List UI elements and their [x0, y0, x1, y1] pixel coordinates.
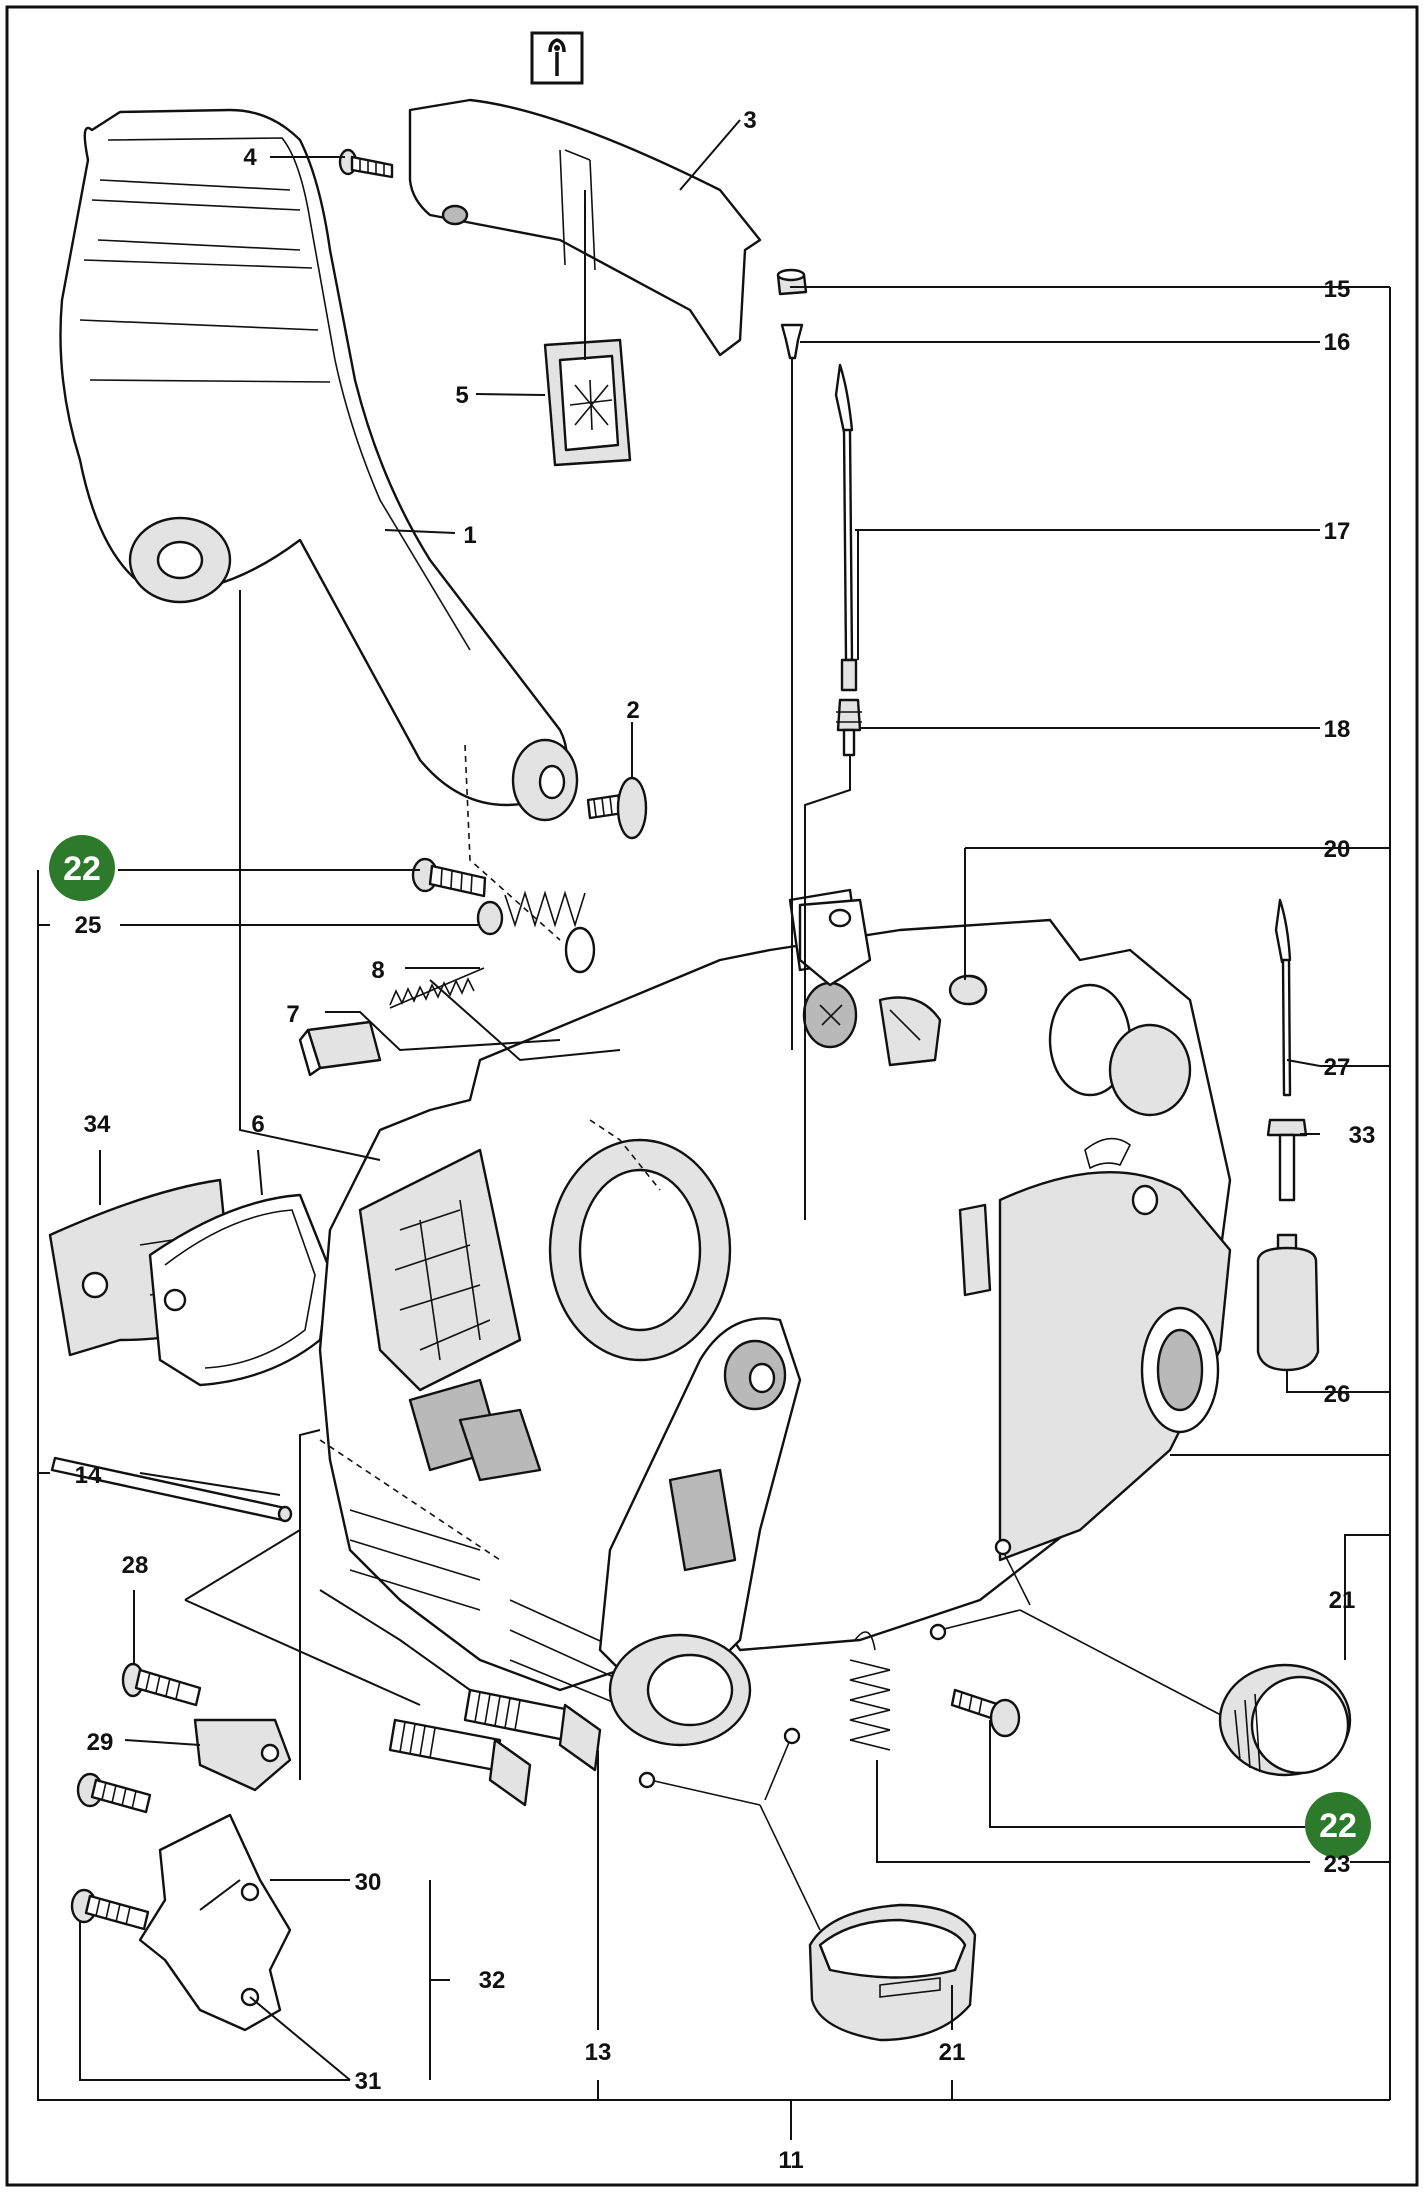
label-7: 7 — [286, 1001, 299, 1028]
front-hand-guard-part — [59, 108, 579, 941]
label-13: 13 — [585, 2039, 612, 2066]
fuel-cap-part-21-bottom — [638, 1727, 977, 2042]
label-17: 17 — [1324, 518, 1351, 545]
screw-part-4 — [338, 148, 394, 179]
leader-lines — [37, 119, 1391, 2140]
label-31: 31 — [355, 2068, 382, 2095]
screw-part-22-bottom — [950, 1688, 1021, 1738]
valve-part-16 — [780, 323, 804, 360]
bracket-part-29 — [193, 1718, 292, 1792]
label-28: 28 — [122, 1552, 149, 1579]
label-5: 5 — [455, 382, 468, 409]
label-25: 25 — [75, 912, 102, 939]
label-6: 6 — [251, 1111, 264, 1138]
connector-part-18 — [836, 698, 862, 757]
wrench-icon — [530, 31, 584, 85]
cap-part-15 — [776, 268, 808, 296]
grommet-part-5 — [543, 338, 632, 467]
label-4: 4 — [243, 144, 257, 171]
bolt-part-13 — [388, 1688, 602, 1807]
hose-part-17 — [834, 363, 858, 692]
label-26: 26 — [1324, 1381, 1351, 1408]
label-23: 23 — [1324, 1851, 1351, 1878]
rod-part-14 — [50, 1456, 293, 1523]
bolt-part-28 — [121, 1662, 202, 1707]
bushing-part-20 — [948, 974, 988, 1006]
spring-part-8 — [389, 967, 485, 1009]
label-8: 8 — [371, 957, 384, 984]
label-34: 34 — [84, 1111, 111, 1138]
label-16: 16 — [1324, 329, 1351, 356]
page-frame — [5, 5, 1419, 2187]
label-30: 30 — [355, 1869, 382, 1896]
label-21-right: 21 — [1329, 1587, 1356, 1614]
label-29: 29 — [87, 1729, 114, 1756]
badge-22-bottom: 22 — [1305, 1792, 1371, 1858]
oil-filter-part-26 — [1256, 898, 1320, 1372]
label-33: 33 — [1349, 1122, 1376, 1149]
bolt-part-22-top — [411, 857, 487, 898]
label-15: 15 — [1324, 276, 1351, 303]
screw-part-2 — [586, 776, 648, 840]
label-21-bottom: 21 — [939, 2039, 966, 2066]
fuel-cap-part-21-right — [929, 1538, 1352, 1777]
label-22-top: 22 — [63, 850, 101, 888]
callout-labels: 4 3 5 1 2 15 16 17 18 20 27 33 26 21 23 … — [75, 107, 1376, 2174]
crankcase-part-11 — [318, 888, 1232, 1747]
label-14: 14 — [75, 1462, 102, 1489]
label-11: 11 — [778, 2147, 803, 2174]
label-20: 20 — [1324, 836, 1351, 863]
label-2: 2 — [626, 697, 639, 724]
plate-part-32 — [70, 1772, 292, 2032]
label-1: 1 — [463, 522, 476, 549]
badge-22-top: 22 — [49, 835, 115, 901]
label-32: 32 — [479, 1967, 506, 1994]
label-22-bottom: 22 — [1319, 1807, 1357, 1845]
label-3: 3 — [743, 107, 756, 134]
label-18: 18 — [1324, 716, 1351, 743]
pump-assembly — [798, 898, 942, 1067]
label-27: 27 — [1324, 1054, 1351, 1081]
spring-part-25 — [476, 890, 596, 974]
block-part-7 — [298, 1020, 382, 1077]
spring-part-23 — [849, 1631, 891, 1751]
